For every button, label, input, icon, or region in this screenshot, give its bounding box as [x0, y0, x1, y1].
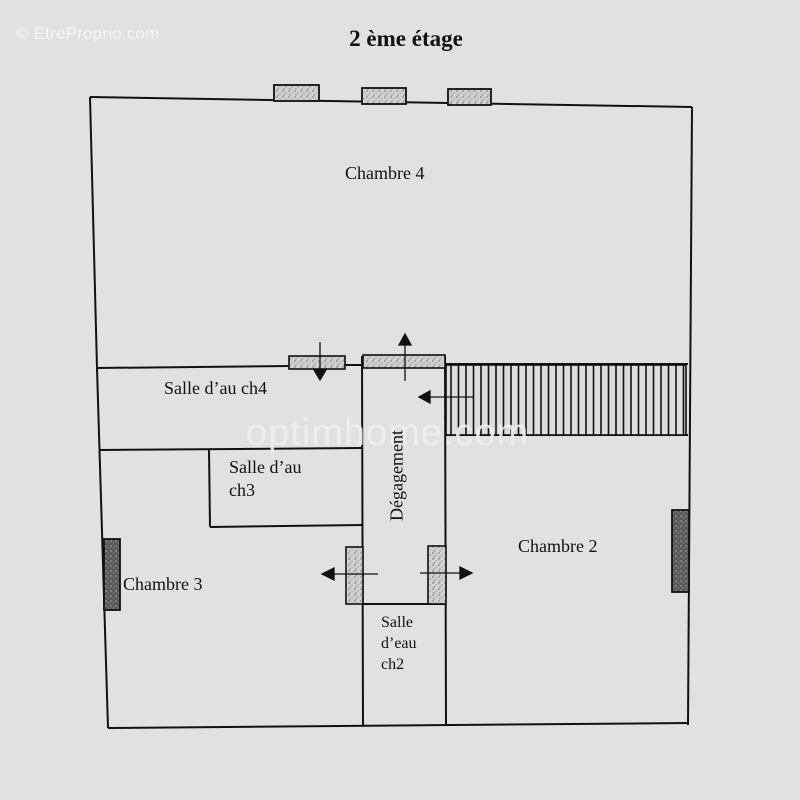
label-salle-eau-ch2: Salle d’eau ch2	[381, 612, 417, 675]
label-chambre4: Chambre 4	[345, 163, 425, 183]
window-chambre2	[671, 509, 690, 593]
arrow-left-icon	[417, 389, 474, 405]
label-salle-eau-ch3-line1: Salle d’au	[229, 457, 302, 477]
window-chambre3	[103, 538, 121, 611]
arrow-left-chambre3-icon	[320, 566, 378, 582]
label-salle-eau-ch4: Salle d’au ch4	[164, 378, 267, 398]
arrow-right-chambre2-icon	[420, 565, 474, 581]
door-chambre3	[345, 546, 364, 605]
label-salle-eau-ch3: Salle d’au ch3	[229, 456, 301, 502]
watermark-etreproprio: © EtreProprio.com	[16, 24, 160, 43]
plan-title: 2 ème étage	[349, 26, 463, 51]
door-salle-eau-ch4	[288, 355, 346, 370]
label-degagement: Dégagement	[386, 430, 407, 521]
door-chambre4	[362, 354, 446, 369]
label-salle-eau-ch2-line1: Salle	[381, 614, 413, 631]
door-chambre2	[427, 545, 447, 605]
window-top-2	[361, 87, 407, 105]
label-chambre2: Chambre 2	[518, 536, 598, 556]
wall-ch4-bottom-left	[96, 365, 291, 369]
label-salle-eau-ch3-line2: ch3	[229, 480, 255, 500]
label-salle-eau-ch2-line3: ch2	[381, 656, 405, 673]
watermark-optimhome: optimhome.com	[246, 412, 530, 454]
window-top-1	[273, 84, 320, 102]
arrow-up-icon	[397, 332, 413, 381]
window-top-3	[447, 88, 492, 106]
label-salle-eau-ch2-line2: d’eau	[381, 635, 417, 652]
staircase	[445, 364, 687, 436]
label-chambre3: Chambre 3	[123, 574, 203, 594]
arrow-down-icon	[312, 342, 328, 382]
